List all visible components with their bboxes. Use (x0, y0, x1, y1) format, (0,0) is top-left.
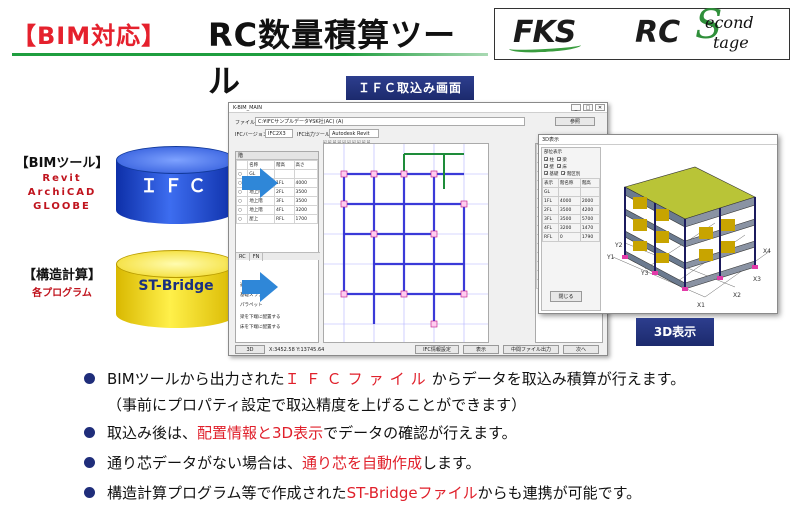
axis-label-x4: X4 (763, 248, 771, 255)
option-slab-bottom[interactable]: 床を下端に配置する (240, 325, 281, 330)
floor-col-level: 高さ (293, 160, 318, 170)
check-wall[interactable]: ✓ 壁 (544, 164, 554, 170)
arrow-right-icon (242, 272, 278, 302)
bim-tool-revit: Revit (42, 173, 82, 184)
logo-rc: RC (635, 15, 681, 50)
struct-calc-label: 【構造計算】 (22, 268, 101, 283)
tab-rc[interactable]: RC (236, 253, 250, 261)
view-3d-button[interactable]: 3D (235, 345, 265, 354)
option-parapet[interactable]: パラペット (240, 303, 263, 308)
struct-programs-label: 各プログラム (32, 288, 92, 299)
window-controls: _ □ ✕ (571, 104, 605, 111)
next-button[interactable]: 次へ (563, 345, 599, 354)
logo-initial: S (695, 2, 723, 48)
browse-button[interactable]: 参照 (555, 117, 595, 126)
check-beam[interactable]: ✓ 梁 (556, 157, 567, 163)
bullet-icon (84, 426, 95, 438)
axis-label-y2: Y2 (614, 242, 623, 249)
header: 【BIM対応】 RC数量積算ツール (12, 8, 488, 100)
view-3d-window: 3D表示 部位表示 ✓ 柱 ✓ 梁 ✓ 壁 ✓ 床 ✓ 基礎 ✓ 階区別 表示 … (538, 134, 778, 314)
bim-tag: 【BIM対応】 (12, 22, 167, 50)
ifc-info-button[interactable]: IFC情報設定 (415, 345, 459, 354)
st-bridge-label: ST-Bridge (138, 278, 214, 294)
check-column[interactable]: ✓ 柱 (544, 157, 554, 163)
ifc-version-row: IFCバージョン IFC2X3 IFC出力ツール Autodesk Revit (235, 129, 601, 139)
ifc-output-label: IFC出力ツール (297, 132, 330, 138)
window-title: K-BIM_MAIN (229, 103, 607, 113)
bullet-icon (84, 486, 95, 498)
building-3d-model: X1 X2 X3 X4 Y1 Y2 Y3 (606, 166, 771, 309)
list-item: 通り芯データがない場合は、通り芯を自動作成します。 (84, 450, 481, 474)
bullet-icon (84, 372, 95, 384)
logo-fks: FKS (508, 15, 582, 54)
logo-stage: tage (713, 33, 749, 52)
minimize-icon[interactable]: _ (571, 104, 581, 111)
view-3d-title: 3D表示 (539, 135, 777, 145)
status-bar: 3D X:3452.58 Y:13745.64 IFC情報設定 表示 中間ファイ… (235, 345, 601, 355)
check-floor-distinct[interactable]: ✓ 階区別 (561, 171, 581, 177)
bim-tool-gloobe: GLOOBE (33, 201, 91, 212)
check-foundation[interactable]: ✓ 基礎 (544, 171, 559, 177)
check-slab[interactable]: ✓ 床 (556, 164, 567, 170)
structure-plan (324, 144, 488, 342)
maximize-icon[interactable]: □ (583, 104, 593, 111)
caption-3d-view: 3D表示 (636, 318, 714, 346)
ifc-database-icon: ＩＦＣ (116, 146, 236, 226)
option-foundation-slab[interactable]: 基礎スラブ (240, 293, 263, 298)
page-title: RC数量積算ツール (208, 16, 457, 100)
layout-toolbar: ☑ ☑ ☑ ☑ ☑ ☑ ☑ ☑ ☑ ☑ (323, 139, 371, 144)
close-3d-button[interactable]: 閉じる (550, 291, 582, 302)
logo-fks-text: FKS (513, 15, 576, 50)
save-file-button[interactable]: 中間ファイル出力 (503, 345, 559, 354)
axis-label-x3: X3 (753, 276, 761, 283)
file-row: ファイル名 C:¥IFCサンプルデータ¥SK社(AC) (A) 参照 (235, 117, 601, 127)
file-path-input[interactable]: C:¥IFCサンプルデータ¥SK社(AC) (A) (255, 117, 525, 126)
bim-tool-archicad: ArchiCAD (27, 187, 97, 198)
close-icon[interactable]: ✕ (595, 104, 605, 111)
ifc-version-label: IFCバージョン (235, 132, 268, 138)
bim-tool-label: 【BIMツール】 (15, 156, 109, 171)
ifc-label: ＩＦＣ (140, 176, 212, 197)
axis-label-y1: Y1 (606, 254, 615, 261)
option-beam-bottom[interactable]: 梁を下端に配置する (240, 315, 281, 320)
axis-label-y3: Y3 (640, 270, 649, 277)
bim-tool-list: Revit ArchiCAD GLOOBE (10, 172, 114, 214)
list-item: 取込み後は、配置情報と3D表示でデータの確認が行えます。 (84, 420, 517, 444)
ifc-version-field[interactable]: IFC2X3 (265, 129, 293, 138)
floor-panel-header: 階 (236, 152, 318, 160)
list-item: BIMツールから出力された ＩＦＣファイルからデータを取込み積算が行えます。 (84, 366, 685, 390)
list-item-note: （事前にプロパティ設定で取込精度を上げることができます） (107, 395, 527, 414)
table-row[interactable]: GL (542, 187, 601, 197)
axis-label-x1: X1 (697, 302, 705, 309)
file-label: ファイル名 (235, 120, 261, 126)
bullet-icon (84, 456, 95, 468)
cursor-coords: X:3452.58 Y:13745.64 (269, 347, 325, 353)
brand-logo: FKS RC S econd tage (494, 2, 790, 60)
view-3d-side-panel: 部位表示 ✓ 柱 ✓ 梁 ✓ 壁 ✓ 床 ✓ 基礎 ✓ 階区別 表示 階名称 階… (541, 147, 601, 311)
arrow-right-icon (242, 168, 278, 198)
title-underline (12, 53, 488, 56)
st-bridge-database-icon: ST-Bridge (116, 250, 236, 330)
caption-ifc-screen: ＩＦＣ取込み画面 (346, 76, 474, 100)
part-display-title: 部位表示 (544, 150, 562, 155)
axis-label-x2: X2 (733, 292, 741, 299)
logo-second: econd (705, 13, 754, 32)
tab-fn[interactable]: FN (250, 253, 264, 261)
display-button[interactable]: 表示 (463, 345, 499, 354)
layout-canvas[interactable] (323, 143, 489, 343)
building-3d-view[interactable]: X1 X2 X3 X4 Y1 Y2 Y3 (605, 147, 775, 311)
ifc-output-select[interactable]: Autodesk Revit (329, 129, 379, 138)
